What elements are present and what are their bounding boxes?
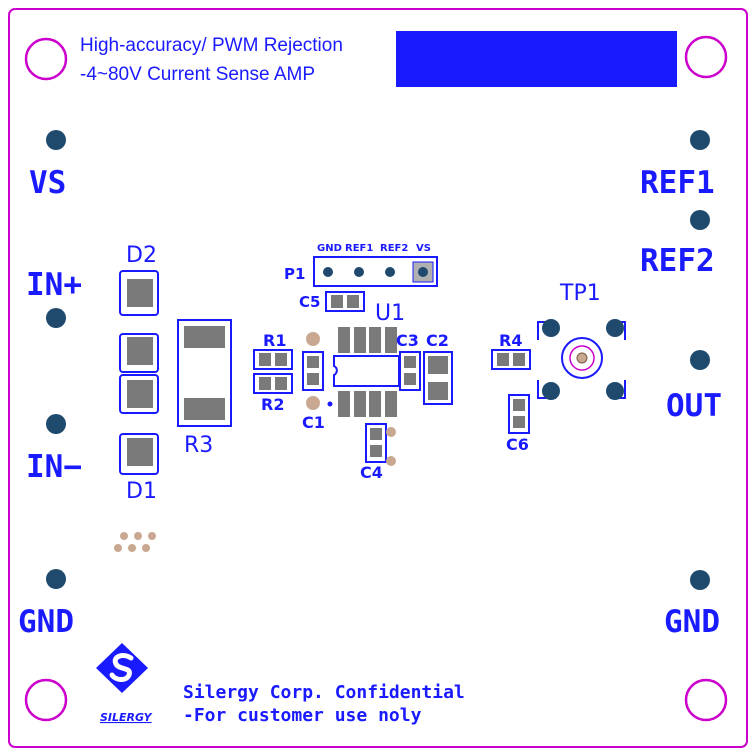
header-pin-label-ref1: REF1: [345, 243, 373, 254]
capacitor-c2: [423, 351, 453, 405]
resistor-r1: [253, 349, 293, 370]
terminal-pad-ref2: [690, 210, 710, 230]
mounting-hole-top-left: [24, 37, 68, 81]
resistor-r4: [491, 349, 531, 370]
terminal-label-gnd-right: GND: [664, 604, 720, 640]
footer-line-1: Silergy Corp. Confidential: [183, 682, 465, 703]
label-d2: D2: [126, 243, 157, 268]
terminal-pad-ref1: [690, 130, 710, 150]
label-c1: C1: [302, 413, 325, 432]
label-c5: C5: [299, 293, 320, 311]
test-via-c4-top: [386, 427, 396, 437]
mounting-hole-bottom-right: [684, 678, 728, 722]
capacitor-c4: [365, 423, 387, 463]
capacitor-c1: [302, 351, 324, 391]
capacitor-c6: [508, 394, 530, 434]
terminal-pad-gnd-right: [690, 570, 710, 590]
resistor-r3: [177, 319, 232, 427]
terminal-pad-in-plus: [46, 308, 66, 328]
terminal-pad-out: [690, 350, 710, 370]
silergy-logo-icon: SILERGY: [96, 643, 153, 724]
board-outline: [8, 8, 748, 748]
label-u1: U1: [375, 301, 405, 326]
header-p1: [313, 256, 438, 287]
title-block-filled-area: [396, 31, 677, 87]
diode-d2: [119, 270, 159, 373]
board-title-line-1: High-accuracy/ PWM Rejection: [80, 35, 343, 56]
label-r4: R4: [499, 331, 522, 350]
terminal-label-ref2: REF2: [640, 243, 715, 279]
label-d1: D1: [126, 479, 157, 504]
capacitor-c5: [325, 291, 365, 312]
label-c3: C3: [396, 331, 419, 350]
test-via-c1-bottom: [306, 396, 320, 410]
terminal-label-in-plus: IN+: [26, 267, 82, 303]
diode-d1: [119, 374, 159, 475]
mounting-hole-top-right: [684, 35, 728, 79]
footer-line-2: -For customer use noly: [183, 705, 422, 726]
board-title-line-2: -4~80V Current Sense AMP: [80, 64, 315, 85]
label-r2: R2: [261, 395, 284, 414]
terminal-label-out: OUT: [666, 388, 722, 424]
terminal-label-ref1: REF1: [640, 165, 715, 201]
label-r1: R1: [263, 331, 286, 350]
terminal-pad-vs: [46, 130, 66, 150]
via-cluster: [114, 532, 156, 552]
header-pin-label-gnd: GND: [317, 243, 342, 254]
logo-text: SILERGY: [100, 711, 153, 724]
terminal-pad-gnd-left: [46, 569, 66, 589]
terminal-label-vs: VS: [29, 165, 66, 201]
ic-u1: [327, 327, 400, 417]
test-point-tp1: [537, 319, 626, 400]
label-tp1: TP1: [559, 281, 601, 306]
test-via-c4-bottom: [386, 456, 396, 466]
resistor-r2: [253, 373, 293, 394]
capacitor-c3: [399, 351, 421, 391]
label-c2: C2: [426, 331, 449, 350]
label-c4: C4: [360, 463, 383, 482]
label-c6: C6: [506, 435, 529, 454]
label-r3: R3: [184, 433, 213, 458]
mounting-hole-bottom-left: [24, 678, 68, 722]
header-pin-label-ref2: REF2: [380, 243, 408, 254]
terminal-pad-in-minus: [46, 414, 66, 434]
test-via-c1-top: [306, 332, 320, 346]
header-pin-label-vs: VS: [416, 243, 431, 254]
label-p1: P1: [284, 265, 305, 283]
terminal-label-gnd-left: GND: [18, 604, 74, 640]
terminal-label-in-minus: IN−: [26, 449, 82, 485]
